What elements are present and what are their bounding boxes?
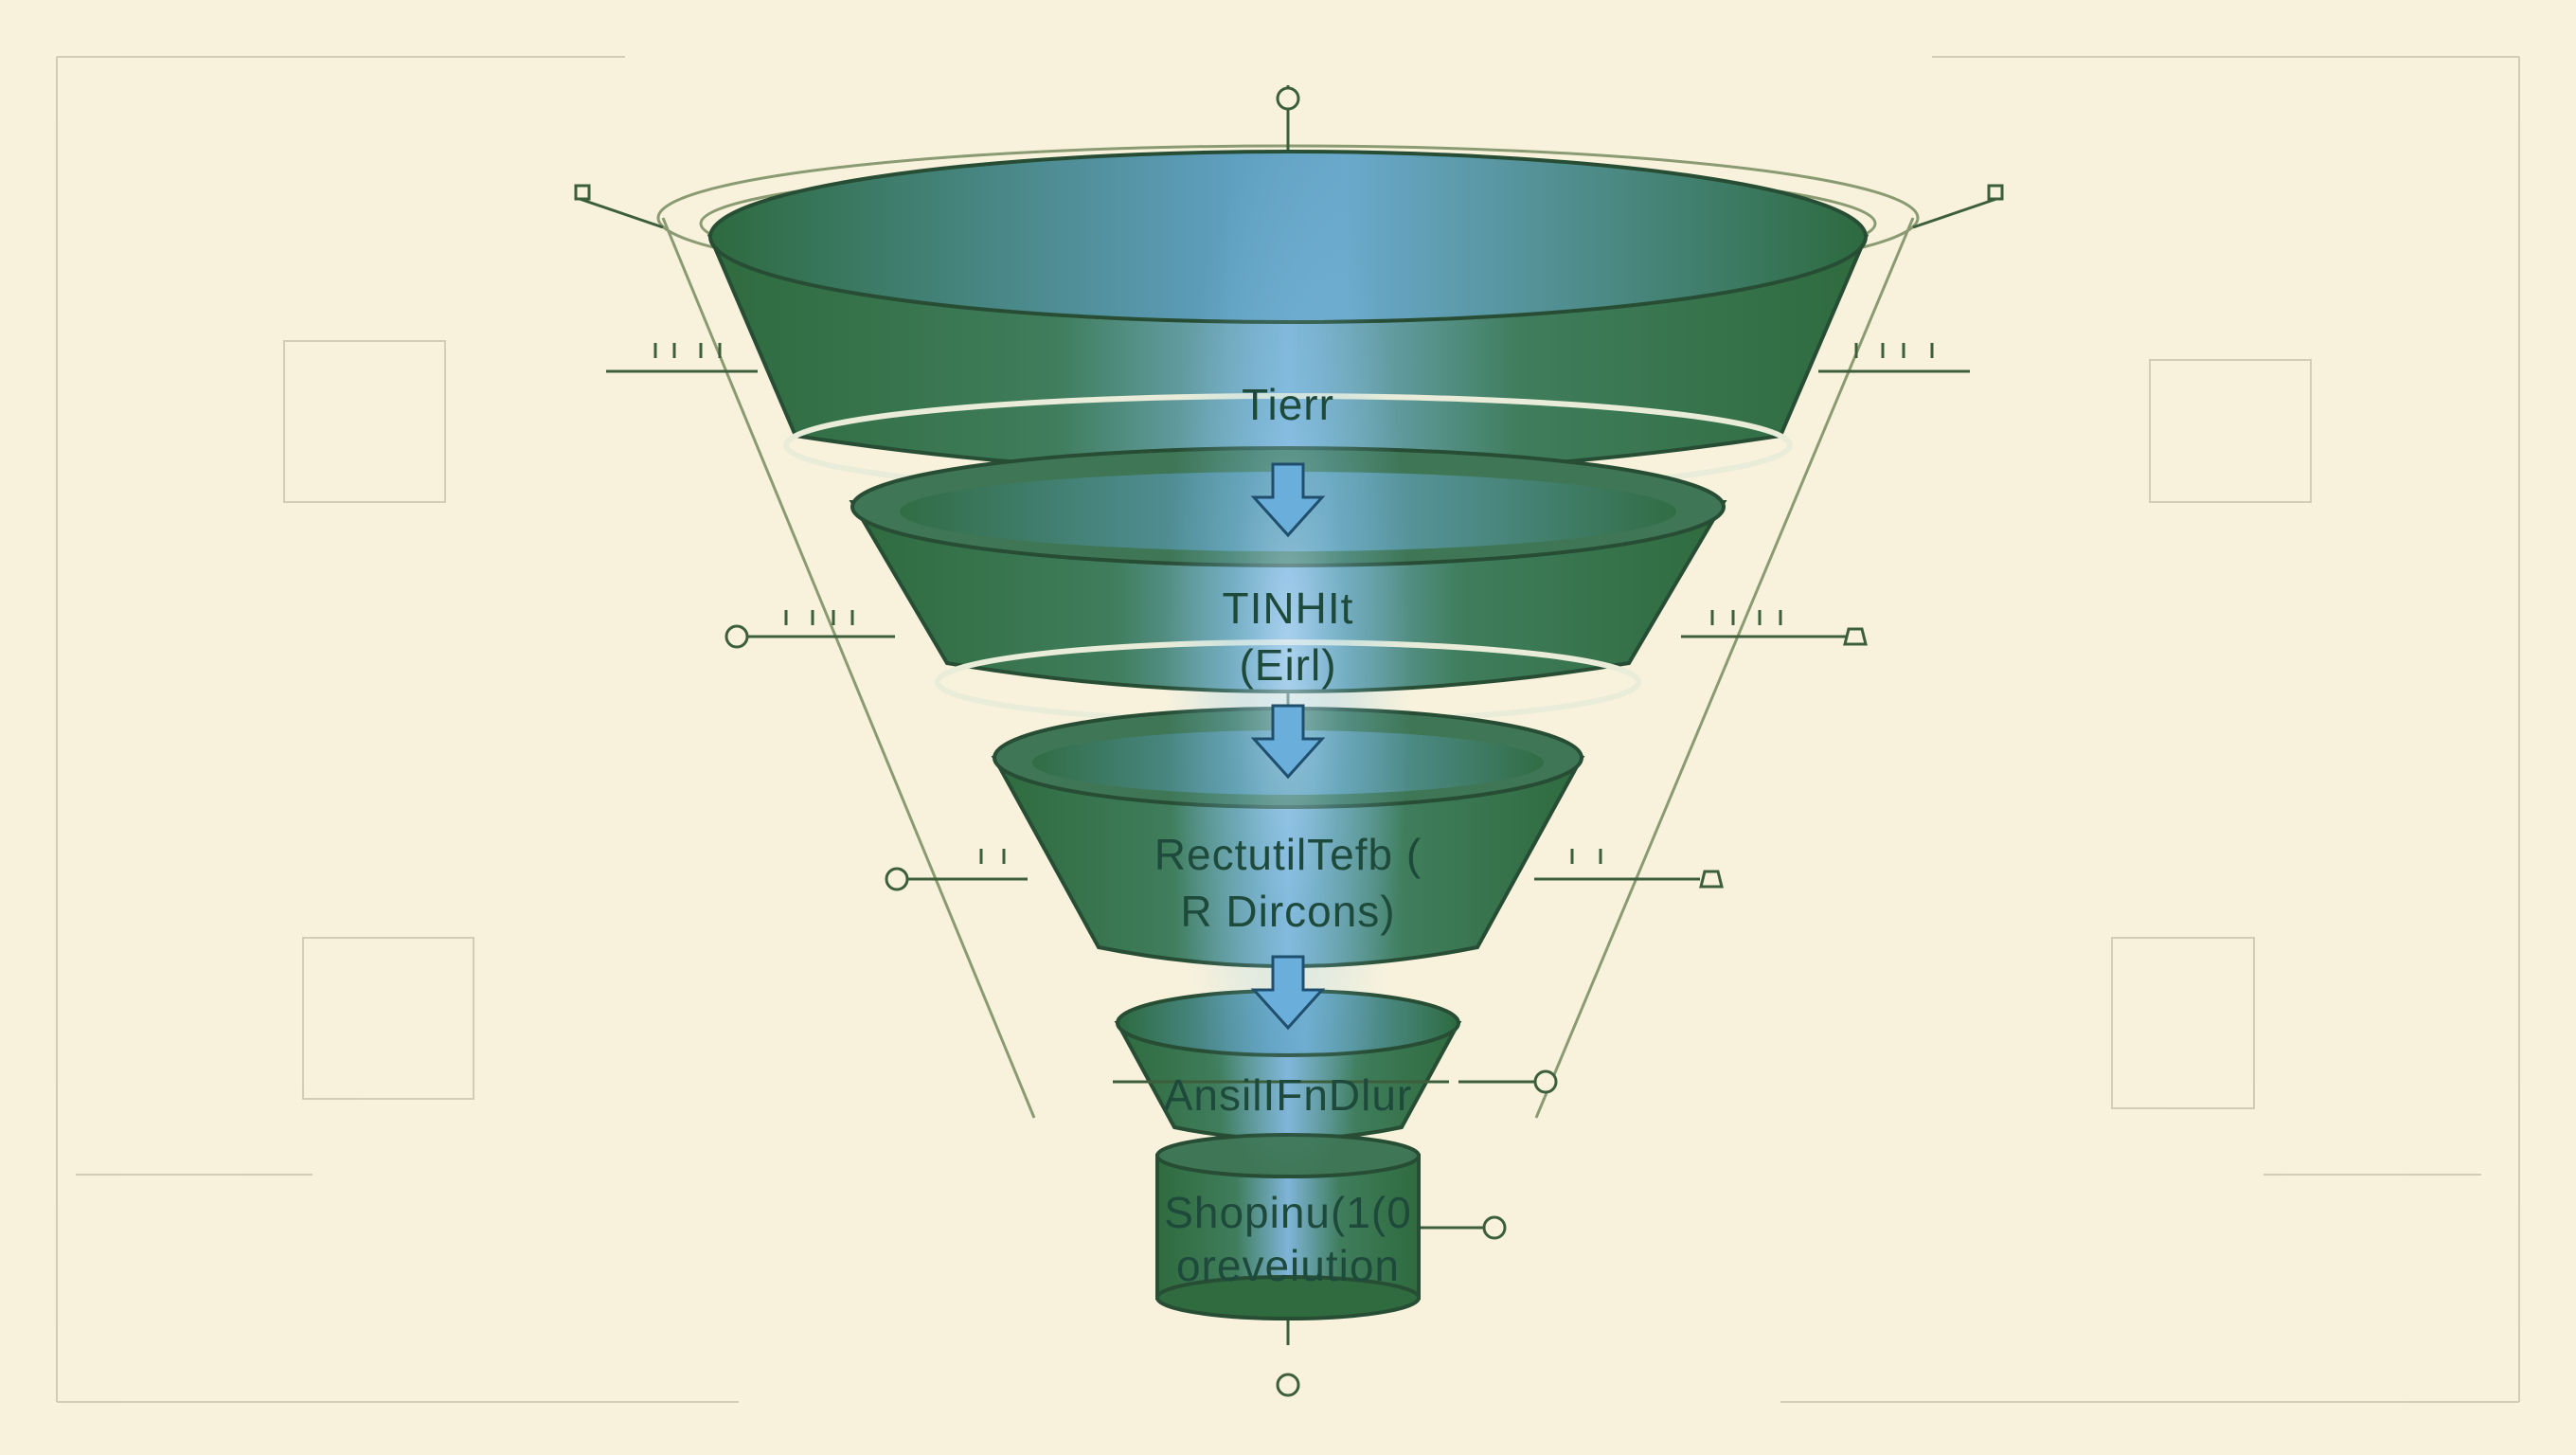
tier-5-label-line-1: Shopinu(1(0 (1164, 1188, 1412, 1237)
connector-node (574, 184, 2004, 1240)
background-sketch (56, 56, 2520, 1403)
down-arrow (1250, 955, 1326, 1031)
tier-5 (1155, 1133, 1421, 1320)
down-arrow (1250, 462, 1326, 538)
bottom-node (1276, 1373, 1300, 1397)
tick-marks (653, 343, 1934, 864)
tier-5-label-line-2: oreveiution (1176, 1241, 1400, 1290)
down-arrow (1250, 704, 1326, 780)
tier-labels: Tierr TINHIt (Eirl) RectutilTefb ( R Dir… (1154, 380, 1422, 1290)
tier-2-label-line-1: TINHIt (1223, 584, 1354, 633)
tier-1-label: Tierr (1242, 380, 1334, 429)
tier-3-label-line-2: R Dircons) (1180, 887, 1395, 936)
tier-3-label-line-1: RectutilTefb ( (1154, 830, 1422, 879)
top-node (1276, 86, 1300, 111)
tier-2-label-line-2: (Eirl) (1239, 640, 1336, 690)
leader-lines (579, 197, 1997, 1230)
center-glow (1165, 133, 1411, 1194)
tier-4-label: AnsilIFnDlur (1164, 1070, 1413, 1120)
